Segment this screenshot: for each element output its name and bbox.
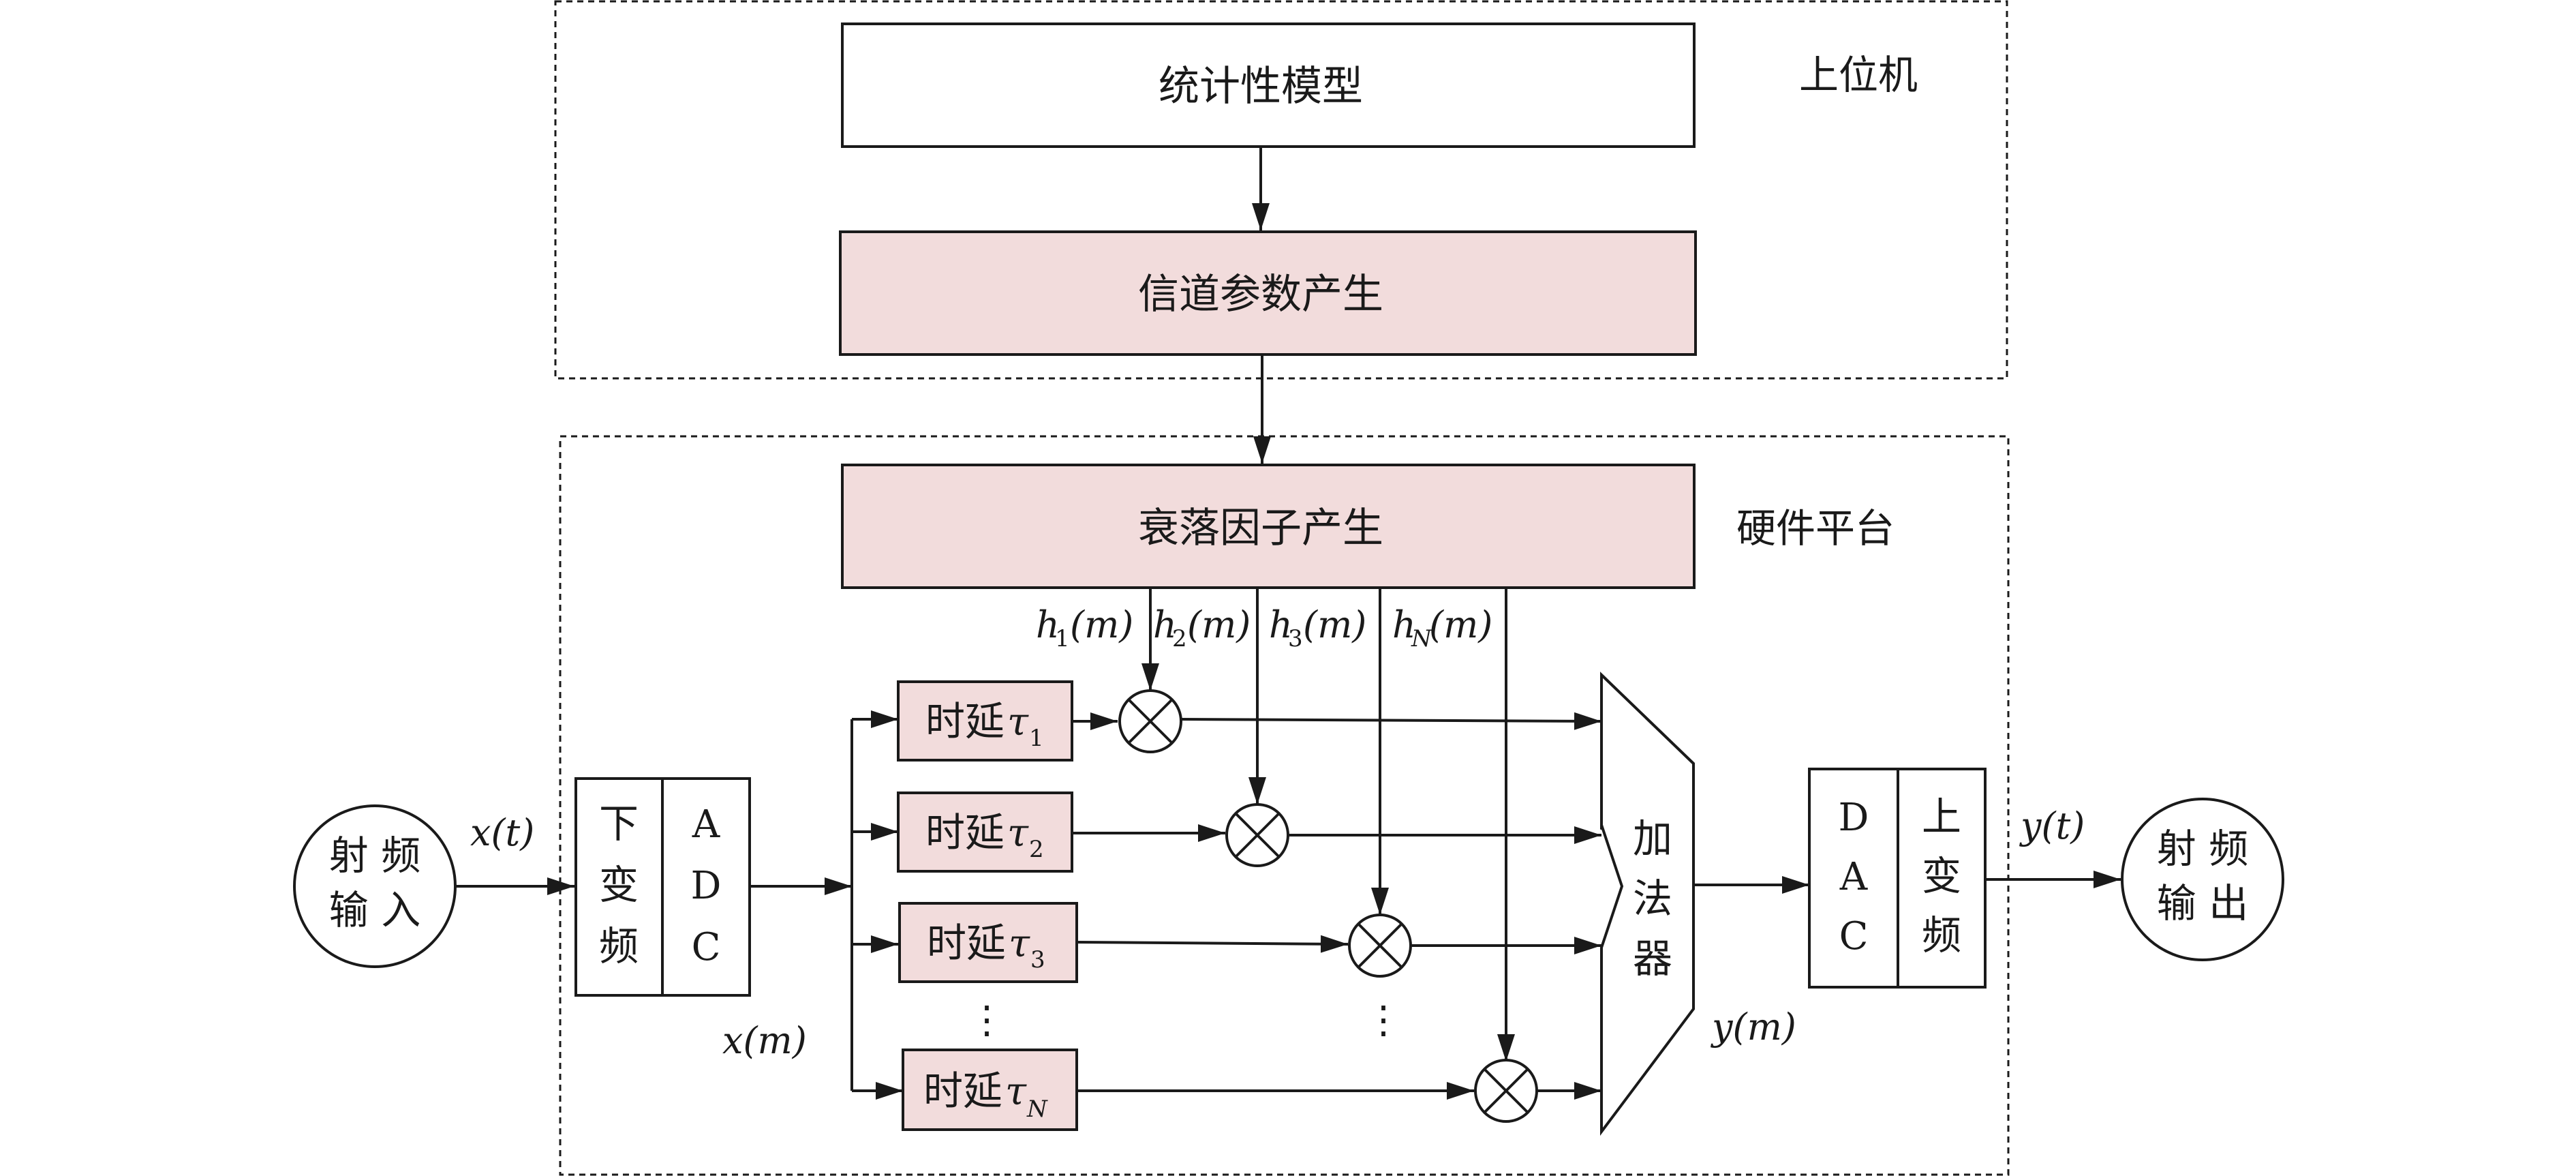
upconv-char-3: 频 <box>1922 912 1961 959</box>
adder-char-1: 加 <box>1633 815 1672 862</box>
hN-label: h N (m) <box>1392 603 1492 652</box>
adder-char-3: 器 <box>1633 935 1672 982</box>
svg-text:τ: τ <box>1007 700 1029 744</box>
adder-char-2: 法 <box>1633 875 1672 922</box>
svg-text:h: h <box>1036 603 1060 646</box>
delay-block-2: 时延 τ 2 <box>897 791 1073 873</box>
delay-block-3: 时延 τ 3 <box>898 902 1078 983</box>
svg-text:时延: 时延 <box>925 809 1005 856</box>
mult1-to-adder <box>1180 712 1602 730</box>
delay-ellipsis: ⋮ <box>968 998 1006 1042</box>
rf-output-label-line1: 射 频 <box>2157 826 2248 872</box>
svg-text:τ: τ <box>1009 922 1030 966</box>
h1-label: h 1 (m) <box>1036 603 1133 652</box>
rf-input-label-line2: 输 入 <box>329 887 420 933</box>
stat-model-label: 统计性模型 <box>1159 63 1363 110</box>
downconv-char-2: 变 <box>599 862 639 908</box>
dac-char-2: A <box>1839 855 1868 899</box>
svg-text:N: N <box>1026 1096 1048 1123</box>
svg-text:τ: τ <box>1005 1070 1027 1114</box>
h2-label: h 2 (m) <box>1153 603 1251 652</box>
svg-text:(m): (m) <box>1187 603 1251 646</box>
svg-text:(m): (m) <box>1303 603 1366 646</box>
xm-label: x(m) <box>722 1019 807 1062</box>
ym-label: y(m) <box>1711 1006 1796 1049</box>
upconv-char-2: 变 <box>1922 853 1961 899</box>
downconv-char-1: 下 <box>599 800 639 847</box>
rf-input-label-line1: 射 频 <box>329 832 420 879</box>
fading-factor-box <box>841 464 1696 589</box>
h3-label: h 3 (m) <box>1269 603 1366 652</box>
svg-text:3: 3 <box>1030 946 1045 974</box>
svg-text:(m): (m) <box>1429 603 1492 646</box>
svg-text:时延: 时延 <box>923 1068 1002 1114</box>
multiplier-3 <box>1348 914 1412 978</box>
fading-factor-label: 衰落因子产生 <box>1138 504 1383 552</box>
yt-label: y(t) <box>2019 804 2085 847</box>
delay-block-1: 时延 τ 1 <box>897 680 1073 762</box>
delay-block-N: 时延 τ N <box>902 1049 1078 1131</box>
delay3-to-mult3 <box>1076 935 1349 953</box>
mult-ellipsis: ⋮ <box>1364 998 1402 1042</box>
rf-input-circle <box>293 804 457 968</box>
host-region-label: 上位机 <box>1799 52 1918 98</box>
adder-shape <box>1600 672 1695 1136</box>
adc-char-2: D <box>691 864 722 908</box>
rf-output-circle <box>2121 798 2284 961</box>
svg-text:1: 1 <box>1029 725 1044 752</box>
svg-text:h: h <box>1269 603 1293 646</box>
dac-char-1: D <box>1839 796 1869 840</box>
channel-param-label: 信道参数产生 <box>1138 271 1383 318</box>
svg-text:h: h <box>1153 603 1177 646</box>
svg-text:时延: 时延 <box>925 698 1005 744</box>
svg-text:3: 3 <box>1288 625 1303 652</box>
svg-text:2: 2 <box>1029 836 1044 863</box>
adc-char-3: C <box>692 925 721 969</box>
svg-text:h: h <box>1392 603 1416 646</box>
svg-text:2: 2 <box>1172 625 1187 652</box>
multiplier-1 <box>1118 689 1182 753</box>
svg-text:1: 1 <box>1055 625 1070 652</box>
svg-text:τ: τ <box>1007 811 1029 856</box>
hardware-region-border <box>559 435 2010 1176</box>
rf-output-label-line2: 输 出 <box>2157 880 2248 926</box>
svg-text:时延: 时延 <box>927 920 1006 966</box>
dac-char-3: C <box>1839 914 1869 959</box>
downconv-char-3: 频 <box>599 923 639 969</box>
multiplier-2 <box>1225 803 1289 867</box>
adc-char-1: A <box>692 802 720 847</box>
upconv-char-1: 上 <box>1922 794 1961 840</box>
hardware-region-label: 硬件平台 <box>1736 505 1895 552</box>
host-region-border <box>554 0 2008 380</box>
svg-text:(m): (m) <box>1070 603 1133 646</box>
xt-label: x(t) <box>470 811 534 854</box>
channel-param-box <box>839 230 1697 356</box>
stat-model-box <box>841 22 1696 148</box>
svg-text:N: N <box>1411 625 1432 652</box>
multiplier-N <box>1474 1059 1538 1123</box>
